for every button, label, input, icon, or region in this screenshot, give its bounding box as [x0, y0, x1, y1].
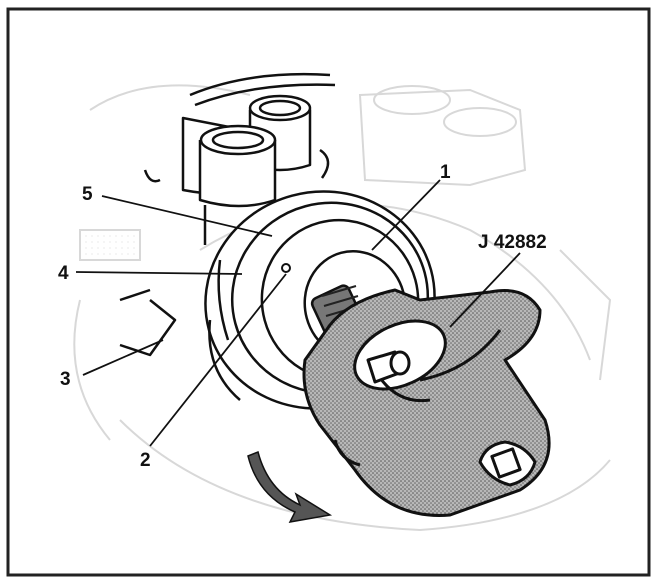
timing-mark	[281, 263, 291, 273]
callout-4: 4	[58, 263, 69, 284]
callout-2: 2	[140, 450, 151, 471]
tool-label-j42882: J 42882	[478, 232, 547, 253]
rotation-arrow	[247, 450, 333, 523]
callout-3: 3	[60, 369, 71, 390]
background-engine-ghost	[73, 84, 612, 532]
holding-tool-j42882	[302, 288, 551, 517]
leader-lines	[75, 179, 521, 447]
callout-5: 5	[82, 184, 93, 205]
callout-1: 1	[440, 162, 451, 183]
engine-block	[119, 72, 336, 357]
